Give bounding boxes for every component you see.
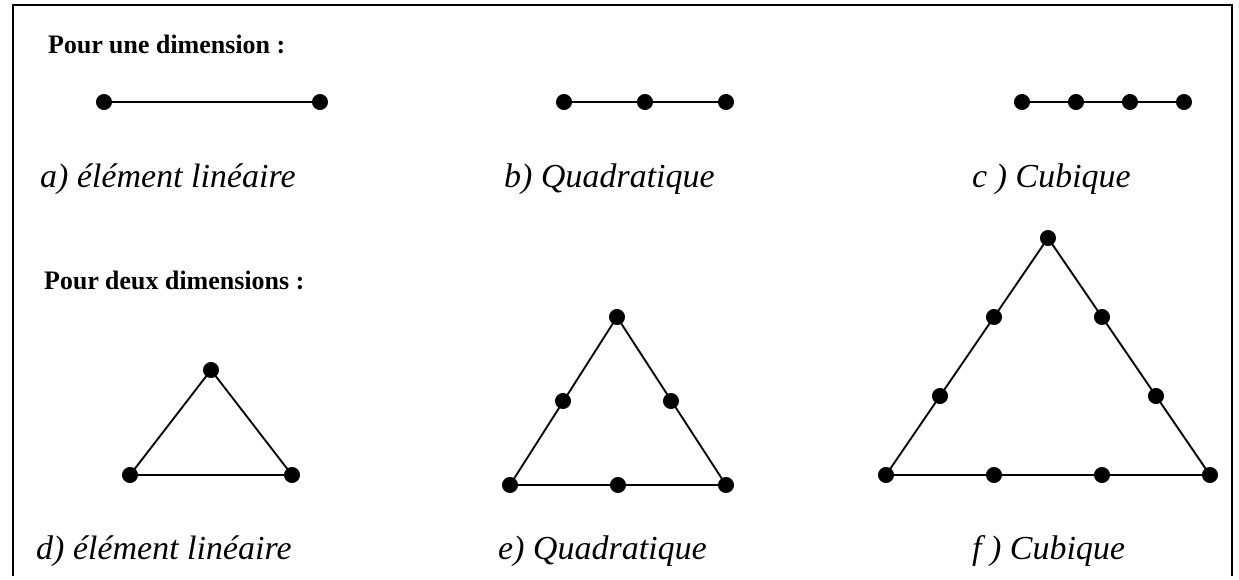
node	[502, 477, 518, 493]
node	[1202, 467, 1218, 483]
element-e-quadratic-triangle	[502, 309, 734, 493]
node	[663, 393, 679, 409]
element-a-linear-1d	[96, 94, 328, 110]
caption-c-cubic: c ) Cubique	[972, 158, 1131, 195]
node	[1094, 467, 1110, 483]
heading-one-dimension: Pour une dimension :	[48, 30, 286, 59]
edge	[210, 369, 293, 476]
node	[555, 393, 571, 409]
node	[1148, 388, 1164, 404]
node	[718, 94, 734, 110]
node	[1014, 94, 1030, 110]
caption-e-quadratic: e) Quadratique	[498, 530, 707, 567]
node	[986, 467, 1002, 483]
node	[556, 94, 572, 110]
node	[312, 94, 328, 110]
node	[610, 477, 626, 493]
node	[718, 477, 734, 493]
node	[1122, 94, 1138, 110]
node	[203, 362, 219, 378]
edge	[129, 369, 212, 476]
edge	[885, 237, 1049, 476]
caption-f-cubic: f ) Cubique	[972, 530, 1125, 567]
element-b-quadratic-1d	[556, 94, 734, 110]
node	[932, 388, 948, 404]
caption-d-linear: d) élément linéaire	[36, 530, 292, 567]
node	[122, 467, 138, 483]
edge	[1047, 237, 1211, 476]
caption-b-quadratic: b) Quadratique	[504, 158, 715, 195]
node	[878, 467, 894, 483]
caption-a-linear: a) élément linéaire	[40, 158, 296, 195]
element-d-linear-triangle	[122, 362, 300, 483]
node	[1068, 94, 1084, 110]
heading-two-dimensions: Pour deux dimensions :	[44, 266, 305, 295]
node	[284, 467, 300, 483]
node	[1094, 309, 1110, 325]
node	[1176, 94, 1192, 110]
node	[637, 94, 653, 110]
element-c-cubic-1d	[1014, 94, 1192, 110]
node	[986, 309, 1002, 325]
element-f-cubic-triangle	[878, 230, 1218, 483]
node	[609, 309, 625, 325]
node	[1040, 230, 1056, 246]
node	[96, 94, 112, 110]
